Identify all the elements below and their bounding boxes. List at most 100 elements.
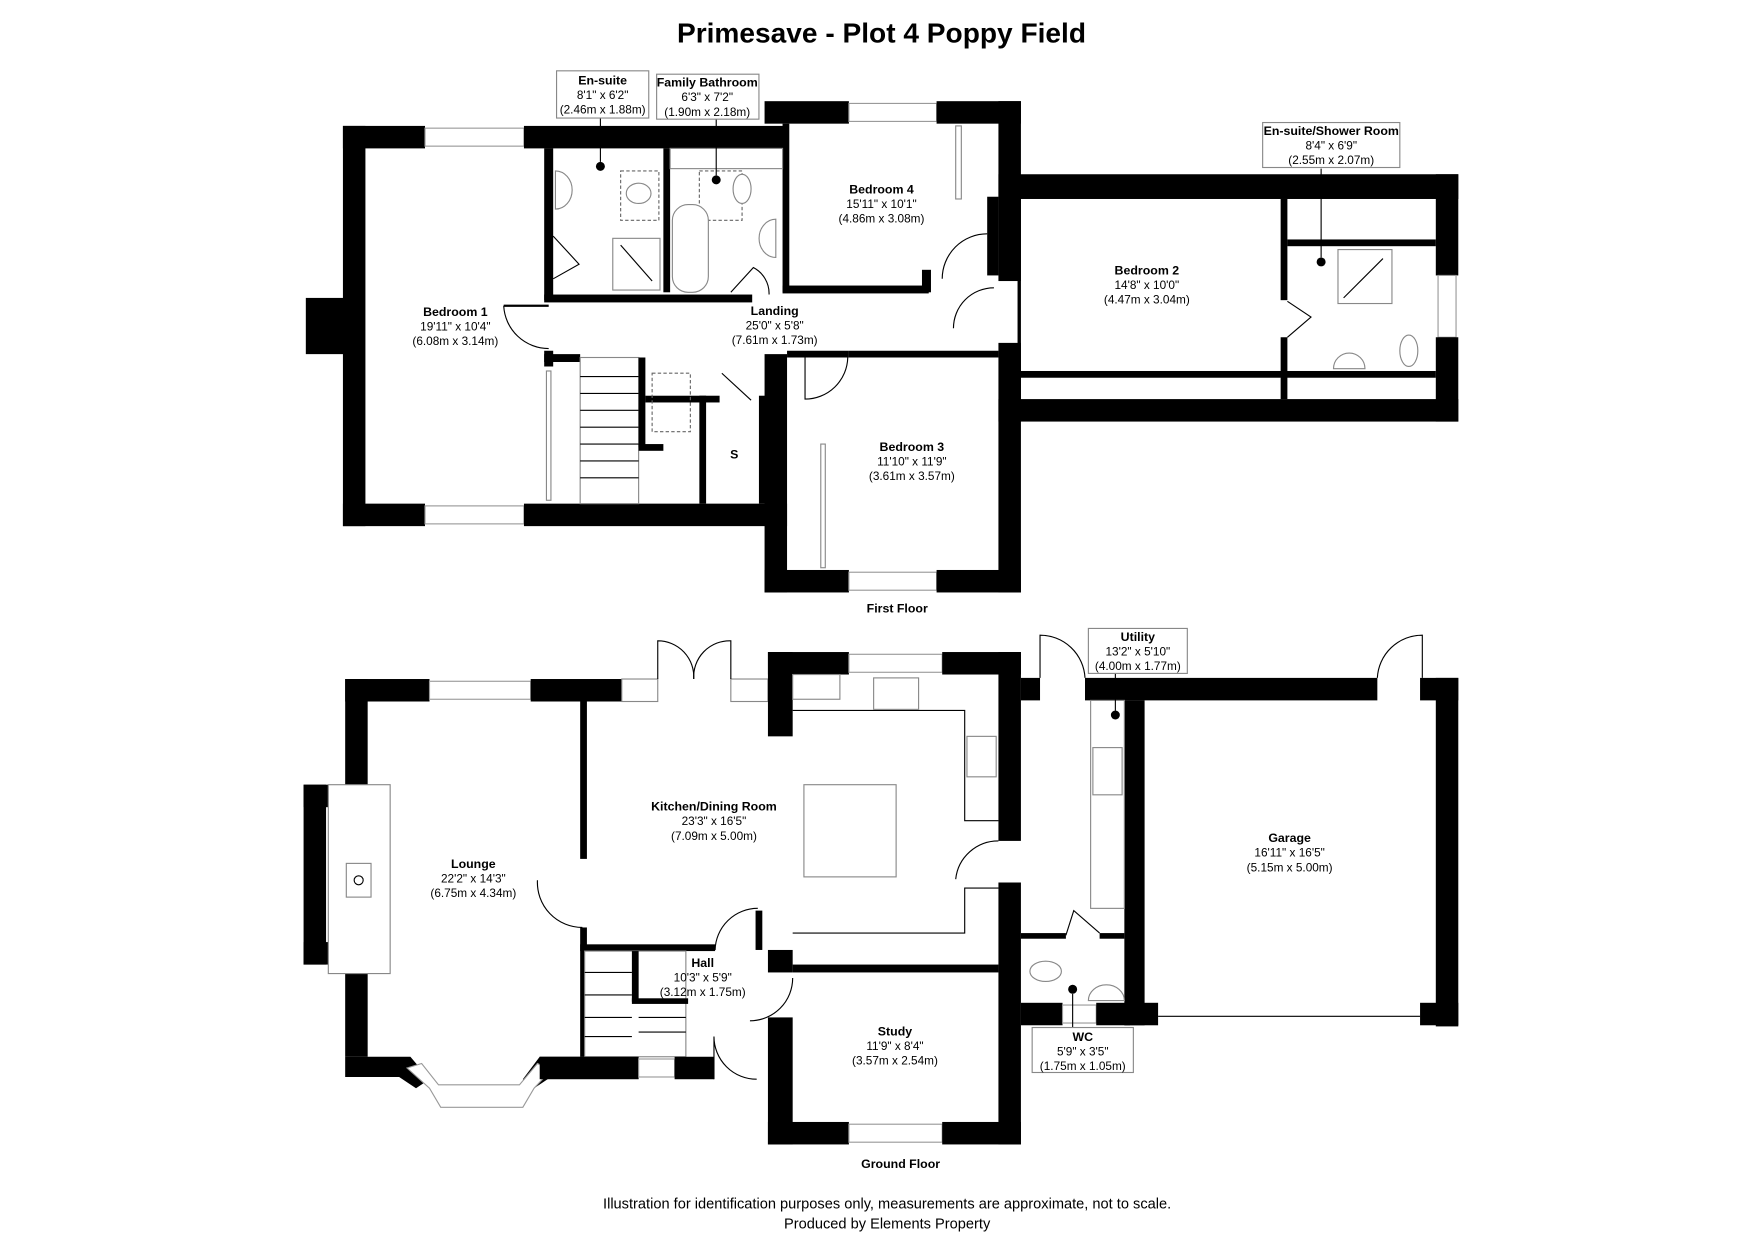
svg-text:25'0" x 5'8": 25'0" x 5'8" [746,318,804,332]
svg-text:(5.15m x 5.00m): (5.15m x 5.00m) [1247,860,1333,874]
svg-text:Lounge: Lounge [451,857,496,871]
svg-text:Utility: Utility [1121,630,1155,644]
window [848,571,938,591]
room-label-bedroom-3: Bedroom 3 11'10" x 11'9" (3.61m x 3.57m) [869,440,955,483]
light-point-icon [1110,710,1120,720]
basin-icon [554,170,573,210]
room-label-kitchen-dining-room: Kitchen/Dining Room 23'3" x 16'5" (7.09m… [651,800,777,843]
basin-icon [1087,984,1125,1002]
svg-text:16'11" x 16'5": 16'11" x 16'5" [1254,846,1324,860]
room-label-family-bathroom: Family Bathroom 6'3" x 7'2" (1.90m x 2.1… [656,73,760,120]
window [424,505,525,525]
toilet-icon [1399,334,1419,368]
svg-text:10'3" x 5'9": 10'3" x 5'9" [674,970,732,984]
toilet-icon [732,173,752,205]
svg-text:Bedroom 3: Bedroom 3 [880,440,945,454]
svg-text:22'2" x 14'3": 22'2" x 14'3" [441,872,506,886]
toilet-icon [625,182,652,205]
sink-icon [873,677,920,710]
light-point-icon [1068,984,1078,994]
fireplace-icon [345,862,372,898]
staircase [579,356,664,505]
sink-icon [1092,747,1123,796]
svg-text:5'9" x 3'5": 5'9" x 3'5" [1057,1045,1109,1059]
svg-text:(4.00m x 1.77m): (4.00m x 1.77m) [1095,659,1181,673]
svg-text:Garage: Garage [1268,831,1311,845]
svg-text:8'1" x 6'2": 8'1" x 6'2" [577,88,629,102]
plan-title: Primesave - Plot 4 Poppy Field [677,18,1086,49]
svg-text:(2.46m x 1.88m): (2.46m x 1.88m) [560,103,646,117]
room-label-landing: Landing 25'0" x 5'8" (7.61m x 1.73m) [732,304,818,347]
room-label-hall: Hall 10'3" x 5'9" (3.12m x 1.75m) [660,956,746,999]
window [1061,1004,1097,1024]
svg-text:11'10" x 11'9": 11'10" x 11'9" [877,454,947,468]
ground-floor-label: Ground Floor [861,1157,940,1171]
svg-text:(7.61m x 1.73m): (7.61m x 1.73m) [732,333,818,347]
svg-text:8'4" x 6'9": 8'4" x 6'9" [1305,139,1357,153]
room-label-en-suite-shower-room: En-suite/Shower Room 8'4" x 6'9" (2.55m … [1262,121,1401,169]
store-label: S [730,448,738,462]
svg-text:(3.61m x 3.57m): (3.61m x 3.57m) [869,469,955,483]
bath-icon [671,204,709,293]
light-point-icon [711,175,721,185]
toilet-icon [1029,960,1062,982]
light-point-icon [1316,257,1326,267]
svg-text:(3.57m x 2.54m): (3.57m x 2.54m) [852,1054,938,1068]
svg-text:(6.75m x 4.34m): (6.75m x 4.34m) [430,886,516,900]
window [424,127,525,147]
room-label-lounge: Lounge 22'2" x 14'3" (6.75m x 4.34m) [430,857,516,900]
svg-text:11'9" x 8'4": 11'9" x 8'4" [866,1039,923,1053]
svg-text:Bedroom 1: Bedroom 1 [423,305,488,319]
disclaimer-text: Illustration for identification purposes… [603,1197,1171,1213]
window [848,1123,943,1143]
first-floor-label: First Floor [867,602,928,616]
svg-text:6'3" x 7'2": 6'3" x 7'2" [681,90,733,104]
shower-tray-icon [612,237,661,291]
ground-floor-plan: Lounge 22'2" x 14'3" (6.75m x 4.34m) Kit… [303,627,1459,1171]
svg-text:(6.08m x 3.14m): (6.08m x 3.14m) [412,334,498,348]
window [848,102,938,122]
svg-text:13'2" x 5'10": 13'2" x 5'10" [1105,644,1170,658]
svg-text:Kitchen/Dining Room: Kitchen/Dining Room [651,800,777,814]
room-label-wc: WC 5'9" x 3'5" (1.75m x 1.05m) [1031,1026,1134,1073]
window [1437,274,1457,338]
svg-text:WC: WC [1072,1030,1093,1044]
light-point-icon [595,161,605,171]
basin-icon [758,218,777,259]
first-floor-plan: S Bedroom 1 19'11" x 1 [305,70,1459,616]
basin-icon [1332,352,1366,370]
room-label-study: Study 11'9" x 8'4" (3.57m x 2.54m) [852,1024,938,1067]
svg-text:19'11" x 10'4": 19'11" x 10'4" [420,320,490,334]
svg-text:Landing: Landing [751,304,799,318]
svg-text:(4.86m x 3.08m): (4.86m x 3.08m) [839,212,925,226]
room-label-bedroom-1: Bedroom 1 19'11" x 10'4" (6.08m x 3.14m) [412,305,498,348]
kitchen-island [803,784,897,878]
hob-icon [966,735,997,778]
svg-text:Hall: Hall [691,956,714,970]
window [848,653,943,673]
room-label-bedroom-2: Bedroom 2 14'8" x 10'0" (4.47m x 3.04m) [1104,263,1190,306]
svg-text:Bedroom 4: Bedroom 4 [849,182,914,196]
svg-text:En-suite: En-suite [578,73,627,87]
svg-text:(7.09m x 5.00m): (7.09m x 5.00m) [671,829,757,843]
room-label-bedroom-4: Bedroom 4 15'11" x 10'1" (4.86m x 3.08m) [839,182,925,225]
svg-text:Family Bathroom: Family Bathroom [657,76,758,90]
svg-text:(1.90m x 2.18m): (1.90m x 2.18m) [664,105,750,119]
svg-text:14'8" x 10'0": 14'8" x 10'0" [1114,278,1179,292]
svg-text:En-suite/Shower Room: En-suite/Shower Room [1264,124,1399,138]
room-label-en-suite: En-suite 8'1" x 6'2" (2.46m x 1.88m) [555,70,650,119]
credit-text: Produced by Elements Property [784,1217,991,1233]
svg-text:15'11" x 10'1": 15'11" x 10'1" [846,197,916,211]
staircase [584,950,689,1058]
svg-text:(2.55m x 2.07m): (2.55m x 2.07m) [1288,153,1374,167]
svg-text:(1.75m x 1.05m): (1.75m x 1.05m) [1040,1059,1126,1073]
svg-text:23'3" x 16'5": 23'3" x 16'5" [682,814,747,828]
window [428,680,532,700]
svg-text:(4.47m x 3.04m): (4.47m x 3.04m) [1104,293,1190,307]
svg-text:(3.12m x 1.75m): (3.12m x 1.75m) [660,985,746,999]
bay-window [405,1062,552,1108]
room-label-garage: Garage 16'11" x 16'5" (5.15m x 5.00m) [1247,831,1333,874]
svg-text:Bedroom 2: Bedroom 2 [1115,263,1180,277]
svg-text:Study: Study [878,1024,912,1038]
